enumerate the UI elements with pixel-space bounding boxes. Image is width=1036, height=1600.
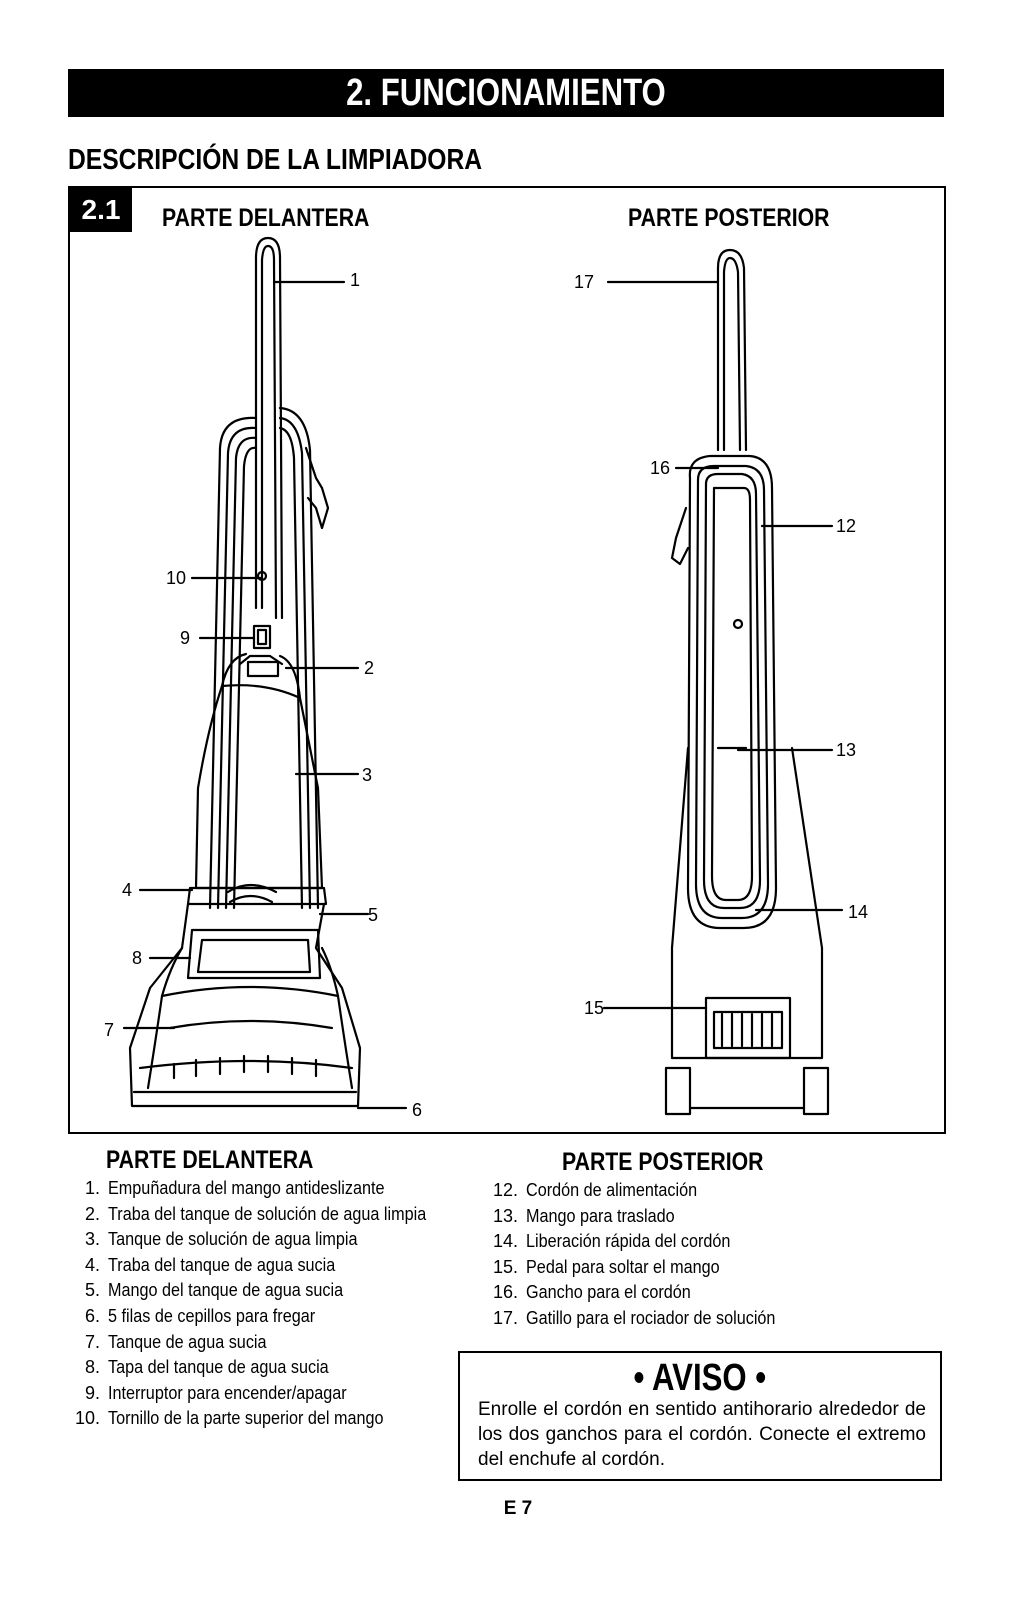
callout-16: 16 — [650, 458, 670, 478]
list-item: 7.Tanque de agua sucia — [84, 1331, 267, 1352]
list-item: 14.Liberación rápida del cordón — [492, 1231, 731, 1252]
list-item: 13.Mango para traslado — [492, 1205, 675, 1226]
callout-4: 4 — [122, 880, 132, 900]
callout-8: 8 — [132, 948, 142, 968]
notice-body: Enrolle el cordón en sentido antihorario… — [478, 1399, 926, 1470]
callout-17: 17 — [574, 272, 594, 292]
callout-13: 13 — [836, 740, 856, 760]
section-title: 2. FUNCIONAMIENTO — [346, 71, 666, 114]
list-item: 1.Empuñadura del mango antideslizante — [84, 1178, 385, 1198]
page-subtitle: DESCRIPCIÓN DE LA LIMPIADORA — [68, 144, 483, 176]
section-title-banner: 2. FUNCIONAMIENTO — [68, 69, 944, 117]
figure-number: 2.1 — [70, 188, 132, 232]
list-item: 9.Interruptor para encender/apagar — [84, 1382, 347, 1403]
list-item: 16.Gancho para el cordón — [492, 1282, 691, 1303]
callout-7: 7 — [104, 1020, 114, 1040]
list-item: 2.Traba del tanque de solución de agua l… — [84, 1203, 427, 1224]
callout-14: 14 — [848, 902, 868, 922]
list-item: 3.Tanque de solución de agua limpia — [84, 1229, 358, 1250]
list-item: 8.Tapa del tanque de agua sucia — [84, 1357, 329, 1378]
front-view-drawing — [122, 236, 408, 1110]
callout-15: 15 — [584, 998, 604, 1018]
notice-box: • AVISO • Enrolle el cordón en sentido a… — [458, 1351, 942, 1481]
list-item: 4.Traba del tanque de agua sucia — [84, 1254, 336, 1275]
front-list-heading: PARTE DELANTERA — [106, 1146, 314, 1174]
notice-title: • AVISO • — [633, 1357, 767, 1399]
list-item: 17.Gatillo para el rociador de solución — [492, 1307, 776, 1328]
callout-12: 12 — [836, 516, 856, 536]
front-parts-list: 1.Empuñadura del mango antideslizante 2.… — [66, 1176, 462, 1432]
list-item: 10.Tornillo de la parte superior del man… — [74, 1408, 384, 1429]
list-item: 6.5 filas de cepillos para fregar — [84, 1305, 316, 1326]
callout-1: 1 — [350, 270, 360, 290]
callout-6: 6 — [412, 1100, 422, 1120]
cleaner-illustration: 1 2 3 4 5 6 7 8 9 10 12 13 14 15 16 17 — [104, 236, 868, 1120]
list-item: 5.Mango del tanque de agua sucia — [84, 1280, 344, 1301]
list-item: 12.Cordón de alimentación — [492, 1180, 698, 1200]
callout-2: 2 — [364, 658, 374, 678]
back-parts-list: 12.Cordón de alimentación 13.Mango para … — [484, 1178, 803, 1332]
back-view-drawing — [602, 248, 844, 1116]
callout-9: 9 — [180, 628, 190, 648]
callout-10: 10 — [166, 568, 186, 588]
figure-front-label: PARTE DELANTERA — [162, 204, 370, 232]
figure-box: 2.1 PARTE DELANTERA PARTE POSTERIOR — [68, 186, 946, 1134]
page-number: E 7 — [503, 1498, 533, 1519]
figure-back-label: PARTE POSTERIOR — [628, 204, 830, 232]
callout-3: 3 — [362, 765, 372, 785]
callout-5: 5 — [368, 905, 378, 925]
list-item: 15.Pedal para soltar el mango — [492, 1256, 720, 1277]
back-list-heading: PARTE POSTERIOR — [562, 1148, 764, 1176]
